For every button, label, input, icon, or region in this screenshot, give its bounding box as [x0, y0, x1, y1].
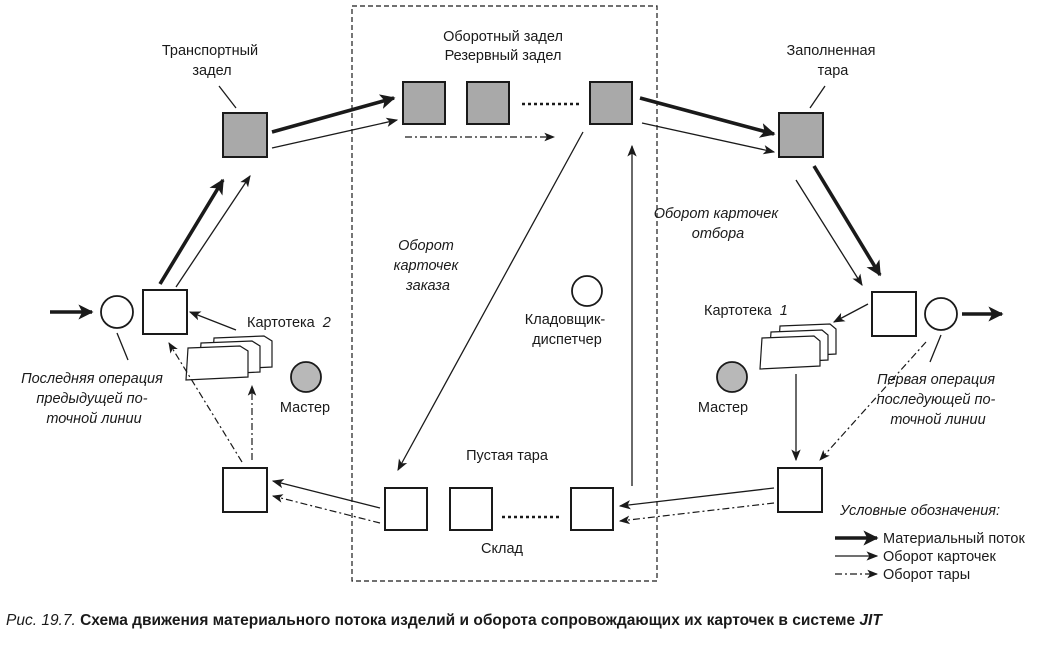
warehouse-empty-box-3 [570, 487, 614, 531]
warehouse-label: Склад [481, 541, 524, 557]
leader-last-op [116, 332, 129, 361]
figure-caption: Рис. 19.7. Схема движения материального … [6, 612, 1056, 630]
order-cards-cycle-label: Оборот карточек заказа [394, 238, 463, 294]
first-operation-circle [924, 297, 958, 331]
material-flow-to-circulating [271, 94, 396, 134]
card-flow-to-circulating [271, 117, 399, 149]
card-flow-right-down [795, 179, 863, 286]
material-flow-right-down [812, 165, 882, 277]
legend-title: Условные обозначения: [839, 503, 1000, 519]
legend-item-containers: Оборот тары [883, 567, 970, 583]
first-operation-label: Первая операция последующей по- точной л… [877, 372, 1000, 428]
card-flow-box-to-index1 [832, 303, 869, 323]
last-operation-label: Последняя операция предыдущей по- точной… [21, 371, 167, 427]
left-empty-container-box [222, 467, 268, 513]
container-flow-right-down [819, 341, 927, 461]
material-flow-left-up [158, 178, 225, 285]
caption-body: Схема движения материального потока изде… [80, 612, 856, 629]
transport-reserve-label: Транспортный задел [162, 43, 262, 79]
container-flow-left-up [168, 342, 243, 463]
circulating-box-2 [466, 81, 510, 125]
pick-cards-cycle-label: Оборот карточек отбора [654, 206, 783, 242]
master-left-label: Мастер [280, 400, 330, 416]
card-index-2-label: Картотека 2 [247, 315, 331, 331]
warehouse-frame [351, 5, 658, 582]
leader-filled [809, 85, 826, 109]
caption-suffix: JIT [859, 612, 882, 629]
left-operation-box [142, 289, 188, 335]
filled-container-box [778, 112, 824, 158]
caption-prefix: Рис. 19.7. [6, 612, 76, 629]
storekeeper-label: Кладовщик- диспетчер [525, 312, 609, 348]
card-index-2-stack [185, 335, 273, 381]
leader-first-op [929, 334, 942, 363]
card-index-1-label: Картотека 1 [704, 303, 788, 319]
warehouse-empty-box-1 [384, 487, 428, 531]
legend: Условные обозначения: Материальный поток… [835, 503, 1025, 583]
card-flow-left-up [175, 175, 251, 288]
card-flow-index2-to-box [188, 311, 237, 331]
right-empty-container-box [777, 467, 823, 513]
legend-item-material: Материальный поток [883, 531, 1025, 547]
circulating-reserve-label: Оборотный задел [443, 29, 563, 45]
transport-reserve-box [222, 112, 268, 158]
card-flow-right-to-warehouse [618, 487, 775, 510]
circulating-box-1 [402, 81, 446, 125]
card-flow-warehouse-to-left [271, 479, 381, 509]
legend-item-cards: Оборот карточек [883, 549, 996, 565]
master-right-circle [716, 361, 748, 393]
leader-transport [218, 85, 237, 109]
storekeeper-circle [571, 275, 603, 307]
master-right-label: Мастер [698, 400, 748, 416]
order-cards-diagonal [397, 131, 584, 472]
backup-reserve-label: Резервный задел [445, 48, 562, 64]
card-index-1-stack [759, 323, 837, 370]
material-flow-to-filled [639, 96, 776, 138]
empty-container-label: Пустая тара [466, 448, 549, 464]
master-left-circle [290, 361, 322, 393]
circulating-box-3 [589, 81, 633, 125]
right-operation-box [871, 291, 917, 337]
card-flow-to-filled [641, 122, 776, 155]
container-flow-warehouse-to-left [271, 494, 381, 524]
filled-container-label: Заполненная тара [787, 43, 880, 79]
container-flow-right-to-warehouse [618, 502, 775, 525]
warehouse-empty-box-2 [449, 487, 493, 531]
last-operation-circle [100, 295, 134, 329]
